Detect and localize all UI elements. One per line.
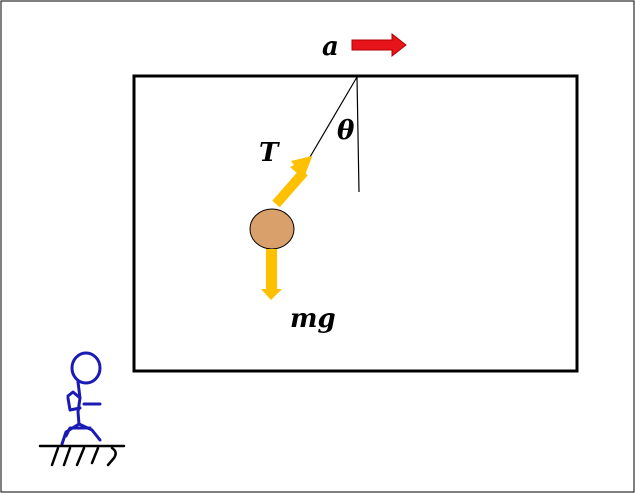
hatched-ground-icon bbox=[38, 444, 126, 467]
stick-figure-observer-icon bbox=[60, 351, 102, 446]
pendulum-string bbox=[309, 76, 358, 158]
accelerating-box bbox=[132, 74, 579, 373]
weight-arrow bbox=[261, 249, 282, 300]
tension-label: T bbox=[259, 138, 280, 168]
vertical-reference-line bbox=[356, 76, 360, 193]
angle-label: θ bbox=[337, 116, 355, 146]
acceleration-arrow bbox=[351, 32, 407, 58]
acceleration-label: a bbox=[322, 32, 339, 62]
pendulum-bob bbox=[249, 208, 295, 250]
weight-label: mg bbox=[290, 304, 336, 334]
tension-arrow bbox=[272, 156, 312, 208]
